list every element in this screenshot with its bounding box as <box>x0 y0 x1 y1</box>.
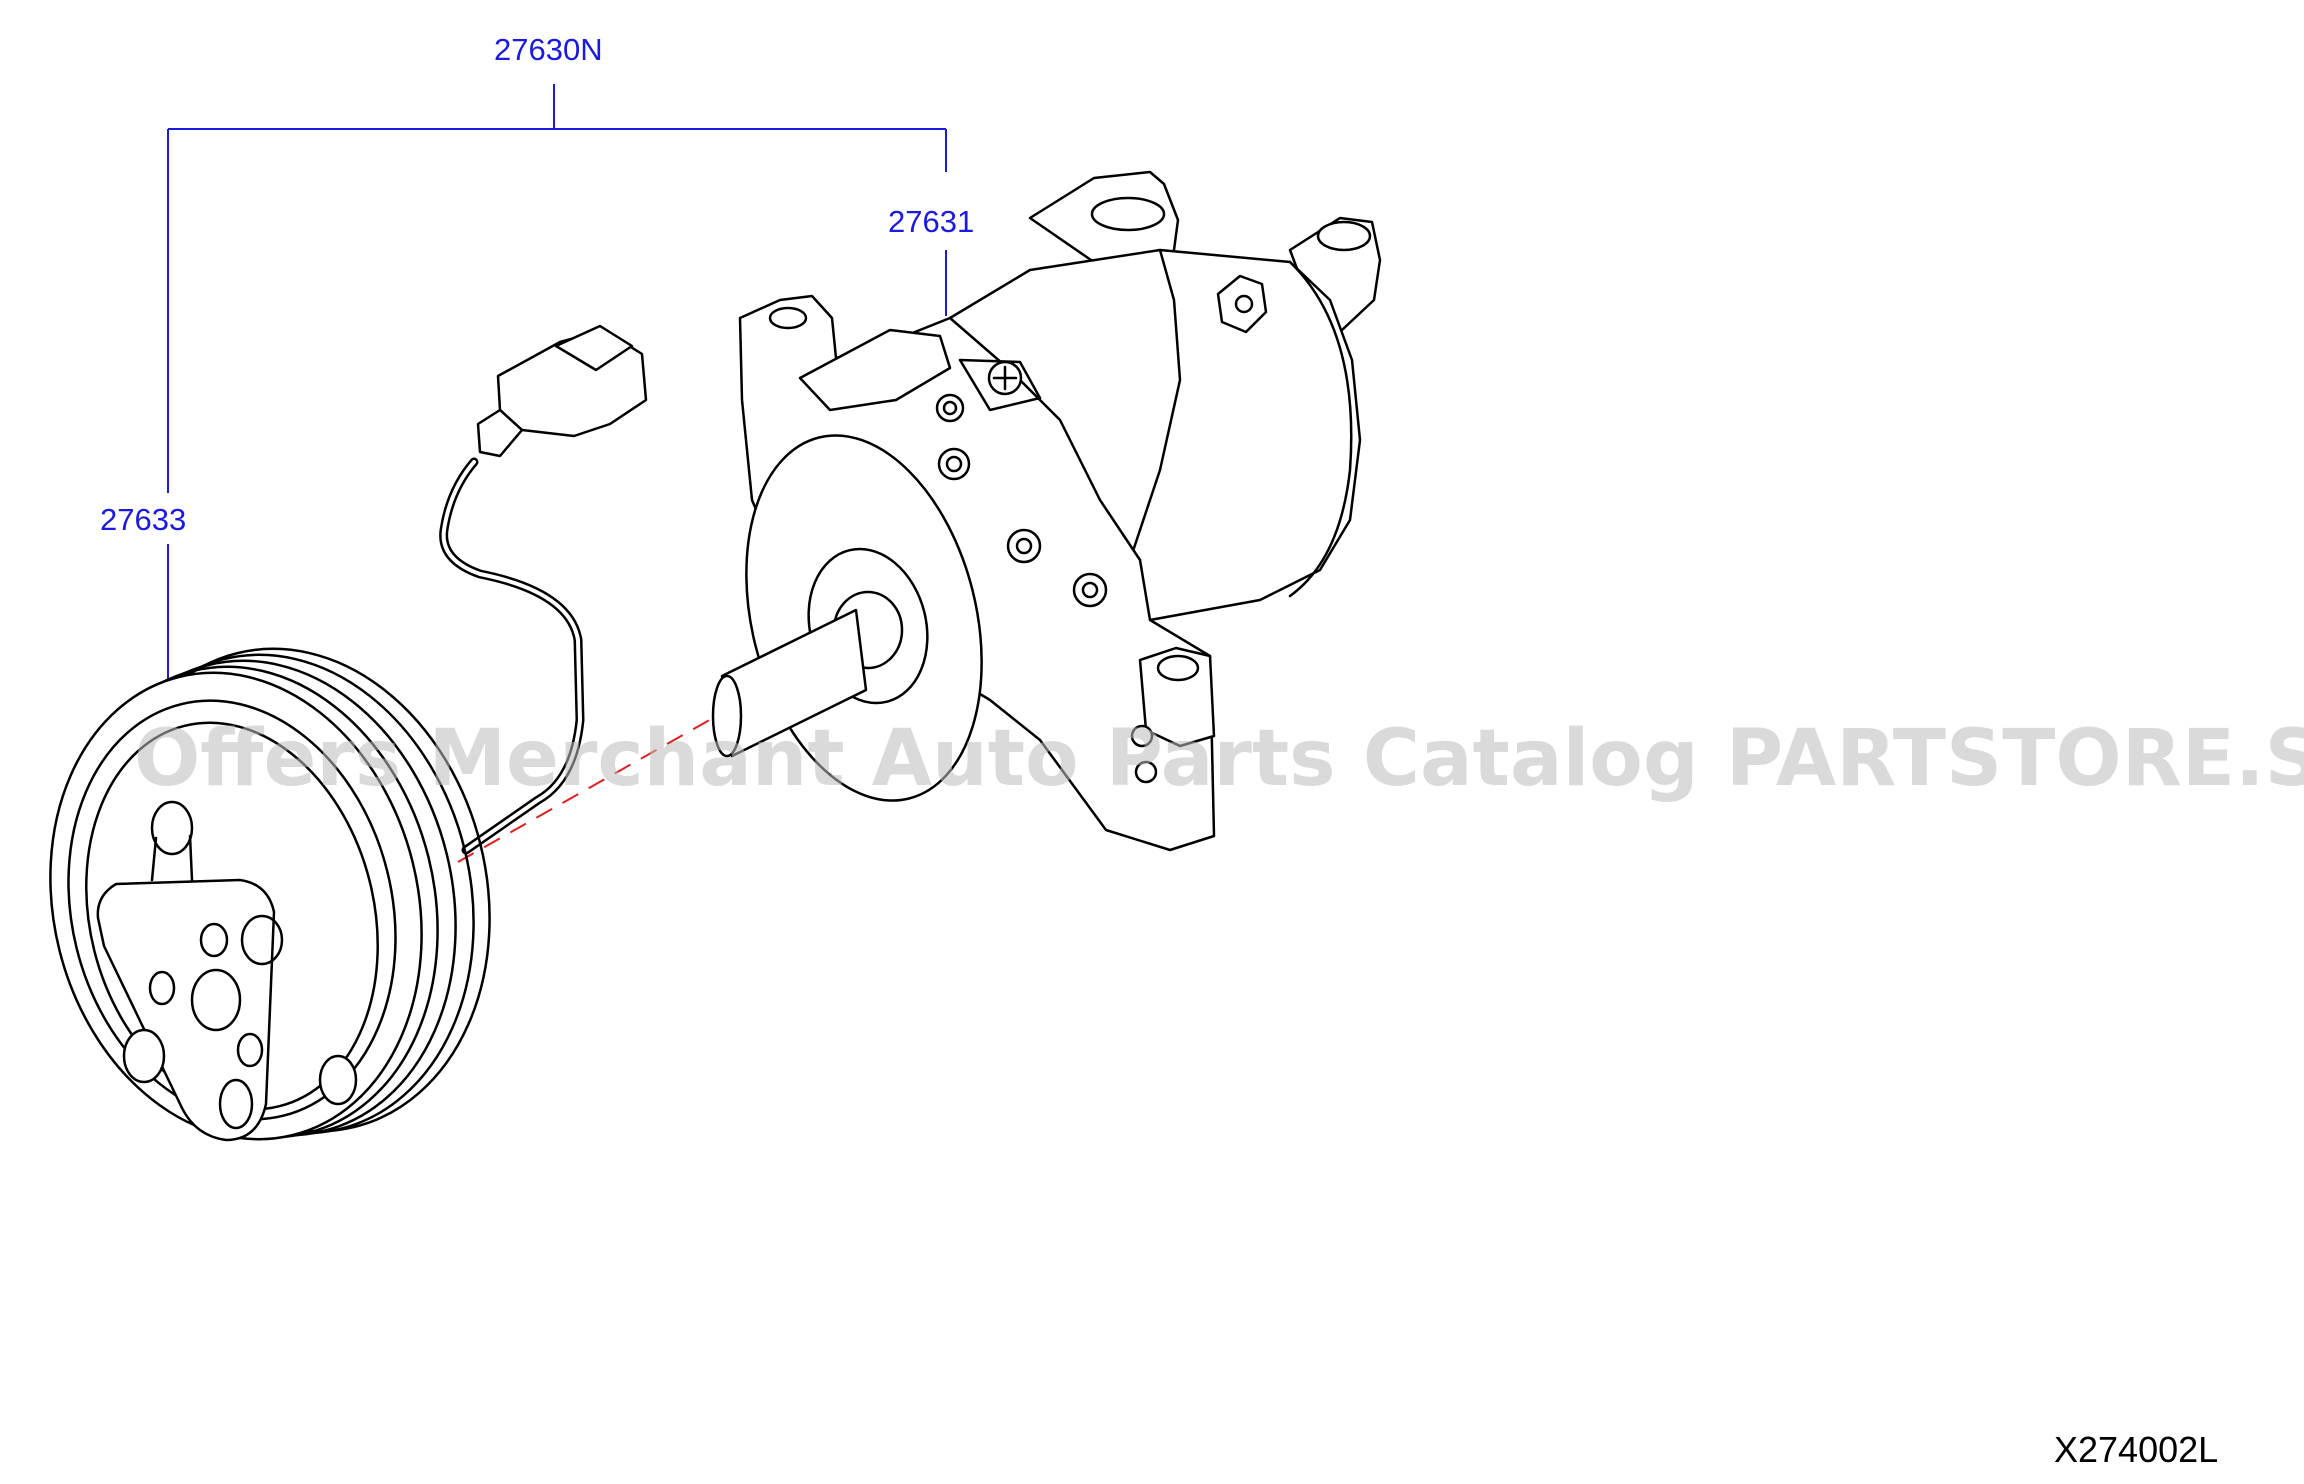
clutch-harness <box>439 324 648 855</box>
connector-boot <box>476 408 524 458</box>
hub-hole-1 <box>240 914 284 966</box>
label-assembly: 27630N <box>494 32 603 67</box>
label-compressor: 27631 <box>888 204 975 239</box>
hub-hole-5 <box>218 1078 254 1130</box>
ground-clip <box>958 358 1042 412</box>
watermark-text: Offers Merchant Auto Parts Catalog PARTS… <box>134 714 2304 804</box>
armature-plate <box>85 721 379 1111</box>
bottom-ear-hole <box>1156 654 1200 682</box>
bolt-4-inner <box>1081 581 1099 599</box>
bolt-3-inner <box>1015 537 1033 555</box>
label-clutch: 27633 <box>100 502 187 537</box>
compressor-drawing <box>711 170 1382 852</box>
pressure-fitting-port <box>1234 294 1254 314</box>
ground-screw-slot <box>992 365 1018 391</box>
top-bracket <box>798 328 952 412</box>
connector-latch <box>554 324 634 372</box>
hub-hole-4 <box>236 1032 264 1068</box>
diagram-code: X274002L <box>2054 1429 2219 1470</box>
harness-wire-inner <box>441 460 582 852</box>
rivet-top-spoke <box>150 834 194 882</box>
right-ear-hole <box>1316 220 1372 252</box>
drain-plug-2 <box>1134 760 1158 784</box>
rivet-top <box>150 800 194 856</box>
shaft-center-line <box>457 699 746 863</box>
shaft-tip <box>711 674 743 758</box>
leader-lines <box>167 84 947 716</box>
bolt-2-inner <box>945 455 963 473</box>
hub-hole-2 <box>199 922 229 958</box>
cylinder-right-end <box>1288 260 1353 598</box>
front-ear-hole <box>768 306 808 330</box>
hub-center <box>190 968 242 1032</box>
clutch-pulley-drawing <box>49 647 491 1142</box>
rivet-left <box>122 1028 166 1084</box>
hub-plate <box>96 878 276 1142</box>
drain-plug <box>1130 724 1154 748</box>
hub-hole-3 <box>148 970 176 1006</box>
rivet-right <box>318 1054 358 1106</box>
rear-ear-hole <box>1090 196 1166 232</box>
bolt-1-inner <box>942 400 958 416</box>
cylinder-seam <box>1128 248 1182 562</box>
